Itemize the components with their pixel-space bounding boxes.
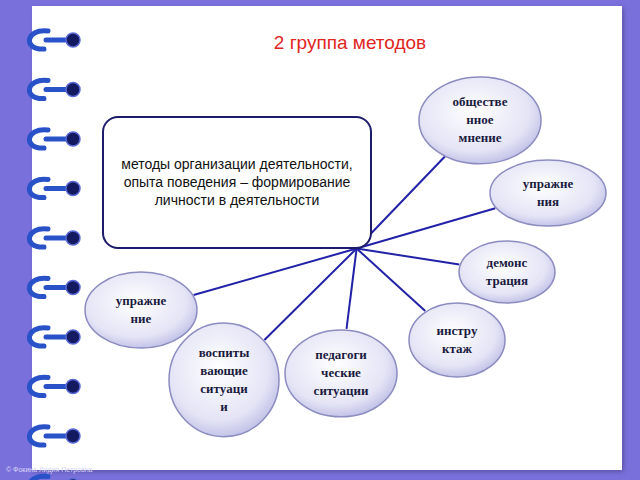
node-text: инстру ктаж (437, 322, 478, 358)
ring-hole (66, 281, 80, 295)
method-ellipse: упражне ния (489, 159, 607, 227)
ellipse-shape (419, 77, 541, 164)
connector-line (357, 208, 496, 248)
connector-line (264, 249, 356, 340)
node-text: воспиты вающие ситуаци и (199, 344, 250, 417)
ellipse-outline (489, 159, 607, 227)
ellipse-shape (85, 272, 197, 348)
method-ellipse: упражне ние (84, 271, 198, 349)
ellipse-outline (458, 240, 556, 304)
ellipse-shape (169, 323, 279, 437)
central-box: методы организации деятельности, опыта п… (102, 116, 372, 249)
ring-hook (29, 476, 48, 480)
connector-line (357, 249, 426, 312)
ellipse-outline (168, 322, 280, 438)
ring-hole (66, 132, 80, 146)
ring-hole (66, 380, 80, 394)
node-text: педагоги ческие ситуации (314, 346, 369, 401)
page-sheet (32, 6, 622, 470)
slide-title: 2 группа методов (200, 32, 500, 54)
node-text: обществе нное мнение (453, 93, 508, 148)
method-ellipse: демонс трация (458, 240, 556, 304)
ring-hole (66, 83, 80, 97)
node-text: демонс трация (486, 254, 528, 290)
ellipse-shape (285, 330, 397, 417)
method-ellipse: педагоги ческие ситуации (284, 329, 398, 418)
ellipse-outline (408, 302, 506, 378)
method-ellipse: инстру ктаж (408, 302, 506, 378)
ring-hole (66, 479, 80, 480)
node-text: методы организации деятельности, опыта п… (119, 155, 355, 210)
method-ellipse: воспиты вающие ситуаци и (168, 322, 280, 438)
ring-hole (66, 231, 80, 245)
node-text: упражне ние (116, 292, 166, 328)
ring-hole (66, 182, 80, 196)
ring-hole (66, 330, 80, 344)
connector-line (347, 249, 357, 329)
method-ellipse: обществе нное мнение (418, 76, 542, 165)
spiral-rings (29, 31, 80, 480)
ellipse-shape (409, 303, 505, 377)
ring-hole (66, 33, 80, 47)
ellipse-shape (459, 241, 555, 303)
ellipse-outline (84, 271, 198, 349)
ellipse-shape (490, 160, 606, 226)
ring-hole (66, 429, 80, 443)
node-text: упражне ния (523, 175, 573, 211)
watermark: © Фокина Лидия Петровна (6, 466, 92, 473)
